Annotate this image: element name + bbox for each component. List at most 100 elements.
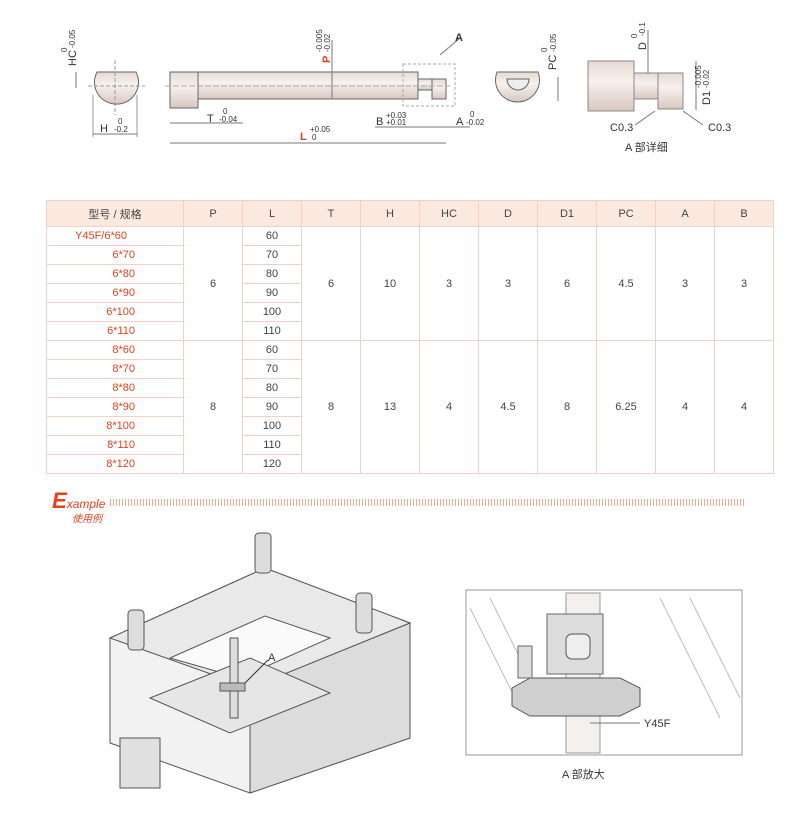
t-tol-lower: -0.04 xyxy=(219,115,238,124)
pc-tol-lower: -0.05 xyxy=(549,33,558,52)
cell-l: 80 xyxy=(242,378,302,398)
header-hc: HC xyxy=(419,200,479,227)
cell-l: 60 xyxy=(242,340,302,360)
a-label: A xyxy=(456,116,464,128)
cell-a: 3 xyxy=(655,226,715,341)
p-tol-lower: -0.02 xyxy=(323,33,332,52)
d-tol-lower: -0.1 xyxy=(638,22,647,36)
cell-pc: 4.5 xyxy=(596,226,656,341)
table-row: 8*100 100 xyxy=(46,416,774,436)
table-row: 6*110 110 xyxy=(46,321,774,341)
hc-label: HC xyxy=(67,50,79,66)
cell-l: 100 xyxy=(242,416,302,436)
cell-t: 6 xyxy=(301,226,361,341)
l-label: L xyxy=(300,131,307,143)
cell-model: 6*110 xyxy=(46,321,184,341)
p-tol-upper: -0.005 xyxy=(315,29,324,52)
d-tol-upper: 0 xyxy=(630,33,639,38)
cell-model: 6*70 xyxy=(46,245,184,265)
cell-model: 6*80 xyxy=(46,264,184,284)
cell-model: 6*100 xyxy=(46,302,184,322)
cell-model: 8*80 xyxy=(46,378,184,398)
d1-tol-upper: -0.005 xyxy=(694,65,703,88)
detail-a-view: D 0 -0.1 D1 -0.005 -0.02 C0.3 C0.3 A 部详细 xyxy=(587,22,731,154)
pc-tol-upper: 0 xyxy=(540,47,549,52)
table-row: 8*70 70 xyxy=(46,359,774,379)
header-t: T xyxy=(301,200,361,227)
cell-l: 90 xyxy=(242,397,302,417)
l-tol-upper: +0.05 xyxy=(310,125,331,134)
cell-l: 100 xyxy=(242,302,302,322)
header-p: P xyxy=(183,200,243,227)
header-d: D xyxy=(478,200,538,227)
h-label: H xyxy=(100,123,108,135)
example-heading: Example 使用例 xyxy=(52,488,106,525)
end-view: H 0 -0.2 HC 0 -0.05 xyxy=(60,29,145,137)
cell-l: 70 xyxy=(242,359,302,379)
example-initial: E xyxy=(52,488,67,513)
cell-l: 110 xyxy=(242,321,302,341)
cell-l: 120 xyxy=(242,454,302,474)
cell-pc: 6.25 xyxy=(596,340,656,474)
illustration-marker-a: A xyxy=(268,652,276,664)
mold-assembly xyxy=(108,532,412,794)
header-model: 型号 / 规格 xyxy=(46,200,184,227)
pc-label: PC xyxy=(547,55,559,70)
detail-enlarged: Y45F xyxy=(465,589,743,756)
chamfer-left: C0.3 xyxy=(610,122,633,134)
cell-model: Y45F/6*60 xyxy=(46,226,184,246)
header-h: H xyxy=(360,200,420,227)
cell-d: 4.5 xyxy=(478,340,538,474)
example-word: xample xyxy=(66,497,106,511)
hc-tol-upper: 0 xyxy=(60,47,69,52)
side-view: A P -0.005 -0.02 T 0 -0.04 L +0.05 0 B +… xyxy=(165,29,485,144)
b-tol-lower: +0.01 xyxy=(386,118,407,127)
cell-model: 8*100 xyxy=(46,416,184,436)
pc-end-view: PC 0 -0.05 xyxy=(495,33,559,103)
cell-p: 8 xyxy=(183,340,243,474)
cell-d1: 8 xyxy=(537,340,597,474)
d1-tol-lower: -0.02 xyxy=(702,69,711,88)
cell-model: 8*90 xyxy=(46,397,184,417)
example-subtitle: 使用例 xyxy=(72,514,102,525)
hc-tol-lower: -0.05 xyxy=(68,29,77,48)
header-b: B xyxy=(714,200,774,227)
cell-d1: 6 xyxy=(537,226,597,341)
cell-d: 3 xyxy=(478,226,538,341)
cell-t: 8 xyxy=(301,340,361,474)
cell-l: 70 xyxy=(242,245,302,265)
h-tol-upper: 0 xyxy=(118,117,123,126)
a-tol-lower: -0.02 xyxy=(466,118,485,127)
header-pc: PC xyxy=(596,200,656,227)
h-tol-lower: -0.2 xyxy=(114,125,128,134)
t-tol-upper: 0 xyxy=(223,107,228,116)
cell-model: 8*70 xyxy=(46,359,184,379)
a-tol-upper: 0 xyxy=(470,110,475,119)
header-d1: D1 xyxy=(537,200,597,227)
header-a: A xyxy=(655,200,715,227)
table-header: 型号 / 规格 P L T H HC D D1 PC A B xyxy=(46,200,774,227)
usage-illustration: A Y45F A 部放大 xyxy=(108,532,743,794)
cell-model: 8*60 xyxy=(46,340,184,360)
table-row: 8*120 120 xyxy=(46,454,774,474)
b-tol-upper: +0.03 xyxy=(386,111,407,120)
detail-caption: A 部详细 xyxy=(625,140,668,154)
cell-model: 6*90 xyxy=(46,283,184,303)
cell-l: 60 xyxy=(242,226,302,246)
table-row: 8*80 80 xyxy=(46,378,774,398)
illustration-caption: A 部放大 xyxy=(562,767,605,781)
cell-b: 3 xyxy=(714,226,774,341)
part-label-y45f: Y45F xyxy=(644,718,671,730)
cell-model: 8*120 xyxy=(46,454,184,474)
header-l: L xyxy=(242,200,302,227)
cell-h: 10 xyxy=(360,226,420,341)
cell-l: 80 xyxy=(242,264,302,284)
p-label: P xyxy=(321,56,333,63)
spec-table: 型号 / 规格 P L T H HC D D1 PC A B Y45F/6*60… xyxy=(46,200,774,474)
d-label: D xyxy=(637,42,649,50)
cell-hc: 4 xyxy=(419,340,479,474)
